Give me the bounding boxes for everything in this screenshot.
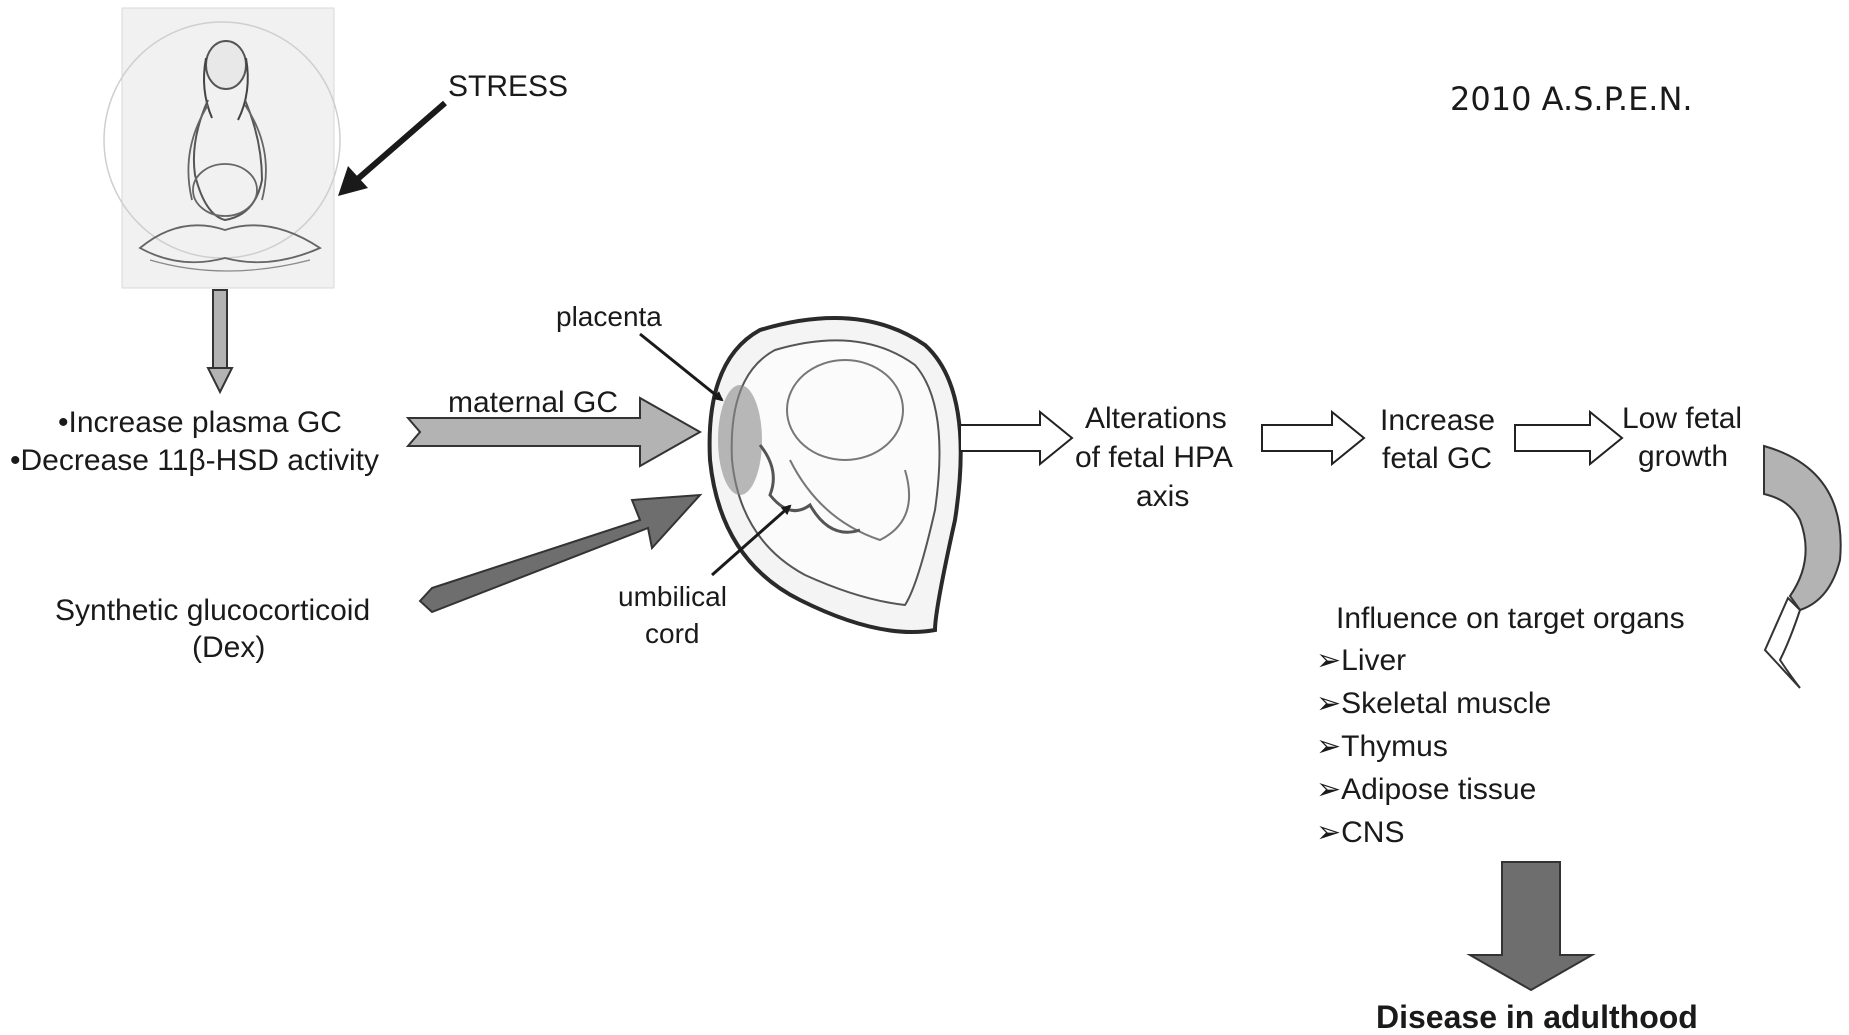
increase-line-2: fetal GC [1382, 442, 1492, 475]
umbilical-label-2: cord [645, 618, 699, 649]
woman-down-arrow [208, 290, 232, 392]
increase-line-1: Increase [1380, 404, 1495, 437]
synthetic-label-1: Synthetic glucocorticoid [55, 594, 370, 627]
cascade-arrow-3 [1515, 412, 1622, 464]
outcome-down-arrow [1470, 862, 1592, 990]
stress-label: STRESS [448, 70, 568, 103]
outcome-label: Disease in adulthood [1376, 999, 1698, 1035]
curved-down-arrow [1764, 446, 1841, 688]
synthetic-label-2: (Dex) [192, 631, 265, 664]
placenta-label: placenta [556, 301, 662, 332]
organ-item-thymus: ➢Thymus [1316, 730, 1448, 763]
umbilical-label-1: umbilical [618, 581, 727, 612]
organ-item-cns: ➢CNS [1316, 816, 1404, 849]
copyright-text: 2010 A.S.P.E.N. [1450, 80, 1693, 118]
alterations-line-3: axis [1136, 480, 1189, 513]
maternal-effect-2: •Decrease 11β-HSD activity [10, 444, 379, 477]
maternal-gc-label: maternal GC [448, 386, 618, 419]
pregnant-woman-illustration [104, 8, 340, 288]
cascade-arrow-2 [1262, 412, 1364, 464]
organ-item-liver: ➢Liver [1316, 644, 1406, 677]
organ-item-adipose-tissue: ➢Adipose tissue [1316, 773, 1536, 806]
placenta-pointer [640, 334, 722, 400]
cascade-arrow-1 [960, 412, 1072, 464]
stress-arrow-shaft [345, 103, 445, 190]
target-organs-title: Influence on target organs [1336, 602, 1685, 635]
alterations-line-2: of fetal HPA [1075, 441, 1233, 474]
organ-item-skeletal-muscle: ➢Skeletal muscle [1316, 687, 1551, 720]
alterations-line-1: Alterations [1085, 402, 1227, 435]
uterus-fetus-illustration [710, 318, 961, 632]
low-growth-line-1: Low fetal [1622, 402, 1742, 435]
maternal-effect-1: •Increase plasma GC [58, 406, 342, 439]
low-growth-line-2: growth [1638, 440, 1728, 473]
